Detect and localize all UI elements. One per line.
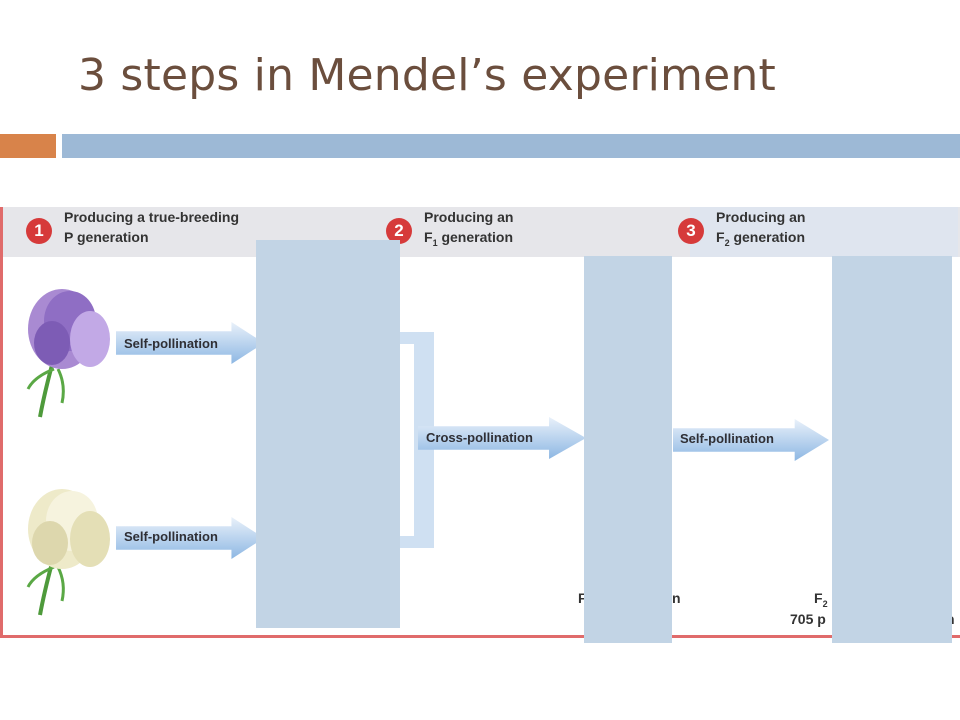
f2-generation-cover-box (832, 256, 952, 643)
step-3-badge: 3 (678, 218, 704, 244)
figure-bottom-border (0, 635, 960, 638)
title-accent-orange-bar (0, 134, 56, 158)
step-1-title-line2: P generation (64, 229, 149, 245)
title-accent-blue-bar (62, 134, 960, 158)
step-3-gen-letter: F (716, 229, 725, 245)
slide-title: 3 steps in Mendel’s experiment (78, 50, 776, 101)
f1-self-pollination-label: Self-pollination (680, 431, 774, 446)
step-1-badge: 1 (26, 218, 52, 244)
f1-generation-cover-box (584, 256, 672, 643)
f1-generation-label-end: n (672, 590, 681, 606)
cross-pollination-label: Cross-pollination (426, 430, 533, 445)
f2-count-label: 705 p (790, 611, 826, 627)
step-3-title-line1: Producing an (716, 209, 806, 225)
purple-flower-image (26, 289, 110, 418)
f1-generation-label-start: F (578, 590, 587, 606)
step-1-title-line1: Producing a true-breeding (64, 209, 240, 225)
mendel-experiment-figure: 1 Producing a true-breeding P generation… (0, 207, 960, 643)
figure-header-band-step3 (690, 207, 958, 257)
step-3-gen-word: generation (729, 229, 806, 245)
self-pollination-label-purple: Self-pollination (124, 336, 218, 351)
step-3-gen-subscript: 2 (724, 237, 730, 248)
figure-left-border (0, 207, 3, 638)
f2-subscript: 2 (822, 598, 828, 609)
step-2-title-line1: Producing an (424, 209, 514, 225)
step-3-title-line2: F2 generation (716, 229, 805, 248)
self-pollination-label-white: Self-pollination (124, 529, 218, 544)
step-2-gen-subscript: 1 (432, 237, 438, 248)
white-flower-image (26, 489, 110, 616)
step-2-title-line2: F1 generation (424, 229, 513, 248)
step-2-gen-letter: F (424, 229, 433, 245)
step-2-gen-word: generation (437, 229, 514, 245)
f2-letter: F (814, 590, 823, 606)
f2-generation-label-start: F2 (814, 590, 828, 609)
p-generation-cover-box (256, 240, 400, 628)
step-2-badge: 2 (386, 218, 412, 244)
